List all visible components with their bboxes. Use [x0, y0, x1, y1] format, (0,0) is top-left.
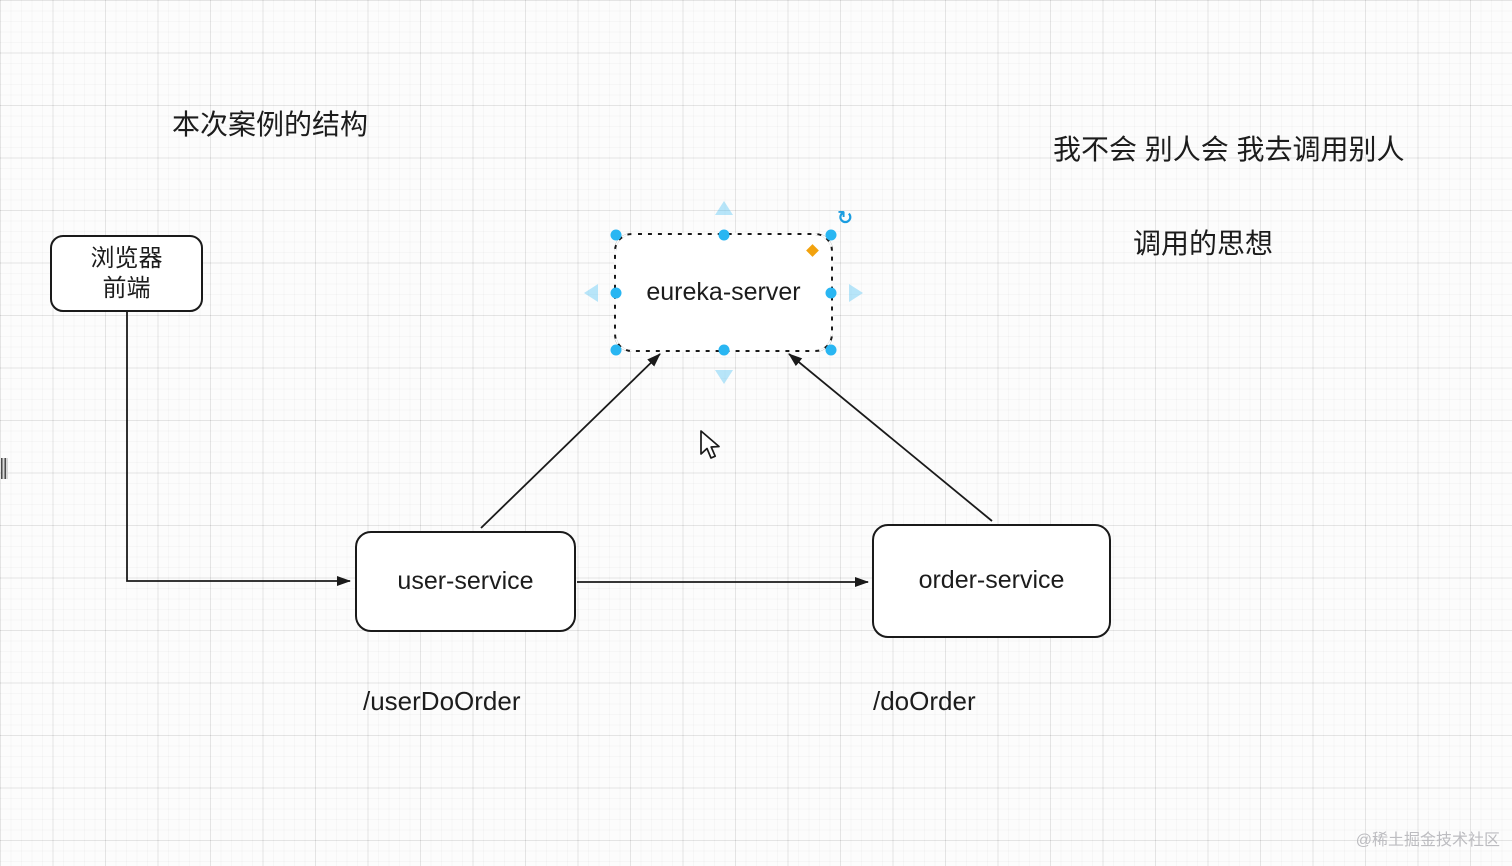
quick-connect-up-arrow-icon[interactable]: [714, 201, 733, 215]
node-user-service[interactable]: user-service: [355, 531, 576, 632]
text-endpoint-userdoorder[interactable]: /userDoOrder: [363, 686, 521, 716]
resize-handle-w[interactable]: [610, 287, 622, 298]
edge-browser-to-user-service[interactable]: [126, 312, 351, 586]
rotate-icon[interactable]: ↻: [837, 208, 853, 229]
node-browser-frontend[interactable]: 浏览器 前端: [50, 235, 203, 312]
quick-connect-down-arrow-icon[interactable]: [714, 370, 733, 384]
node-label: 浏览器: [90, 244, 163, 272]
left-edge-mark: [1, 458, 8, 479]
edge-user-service-to-eureka-server[interactable]: [480, 353, 661, 529]
resize-handle-se[interactable]: [825, 344, 837, 356]
node-eureka-server[interactable]: eureka-server ↻: [584, 201, 863, 384]
quick-connect-left-arrow-icon[interactable]: [584, 283, 598, 302]
resize-handle-nw[interactable]: [610, 229, 622, 241]
mouse-cursor-icon: [700, 430, 720, 459]
text-note-calling-idea[interactable]: 调用的思想: [1133, 228, 1274, 259]
node-order-service[interactable]: order-service: [872, 524, 1111, 638]
text-endpoint-doorder[interactable]: /doOrder: [873, 686, 976, 716]
edit-connection-diamond-icon[interactable]: [806, 244, 819, 257]
node-label: order-service: [918, 566, 1065, 595]
resize-handle-n[interactable]: [718, 229, 729, 241]
node-label: user-service: [397, 566, 534, 595]
node-label: 前端: [102, 274, 151, 302]
node-label: eureka-server: [646, 277, 801, 306]
edge-order-service-to-eureka-server[interactable]: [788, 353, 993, 522]
resize-handle-sw[interactable]: [610, 344, 622, 356]
text-note-call-others[interactable]: 我不会 别人会 我去调用别人: [1053, 134, 1405, 165]
resize-handle-s[interactable]: [718, 344, 729, 356]
watermark-juejin-community: @稀土掘金技术社区: [1355, 832, 1500, 849]
resize-handle-e[interactable]: [825, 287, 837, 298]
text-case-structure-title[interactable]: 本次案例的结构: [172, 109, 369, 140]
quick-connect-right-arrow-icon[interactable]: [849, 283, 863, 302]
resize-handle-ne[interactable]: [825, 229, 837, 241]
